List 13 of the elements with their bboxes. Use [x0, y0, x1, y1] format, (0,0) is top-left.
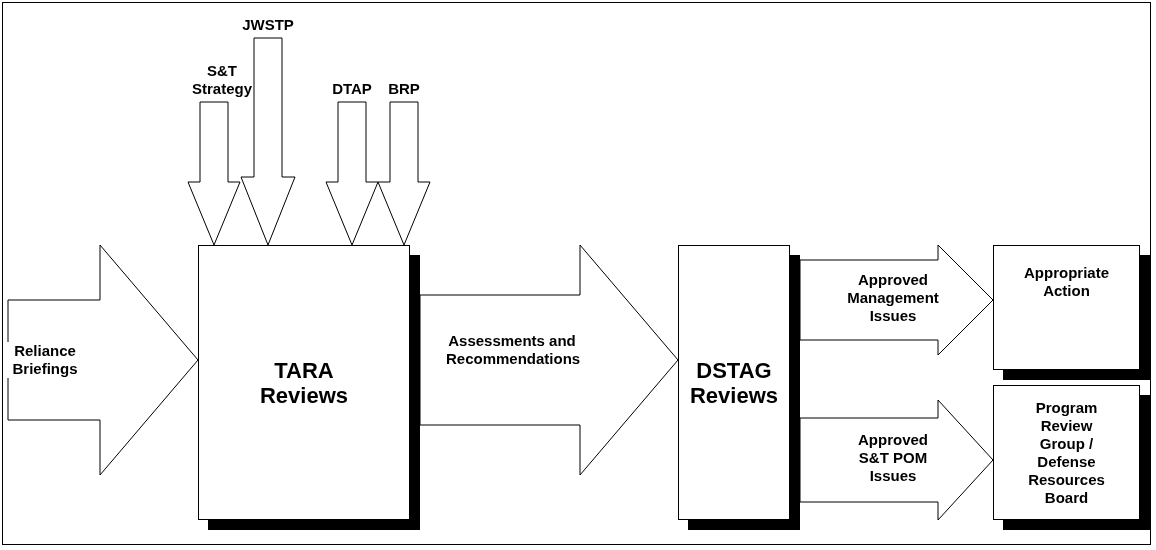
block-arrow [187, 101, 241, 246]
block-arrow [240, 37, 296, 246]
block-arrow [325, 101, 379, 246]
input-label: S&T Strategy [191, 62, 253, 98]
input-label: JWSTP [242, 16, 294, 34]
input-label: BRP [388, 80, 420, 98]
block-arrow [7, 244, 199, 476]
box-label: TARA Reviews [258, 357, 350, 408]
block-arrow [377, 101, 431, 246]
box-label: DSTAG Reviews [688, 357, 780, 408]
input-label: DTAP [332, 80, 372, 98]
box-label: Appropriate Action [1023, 264, 1110, 300]
box-label: Program Review Group / Defense Resources Board [1027, 398, 1106, 507]
